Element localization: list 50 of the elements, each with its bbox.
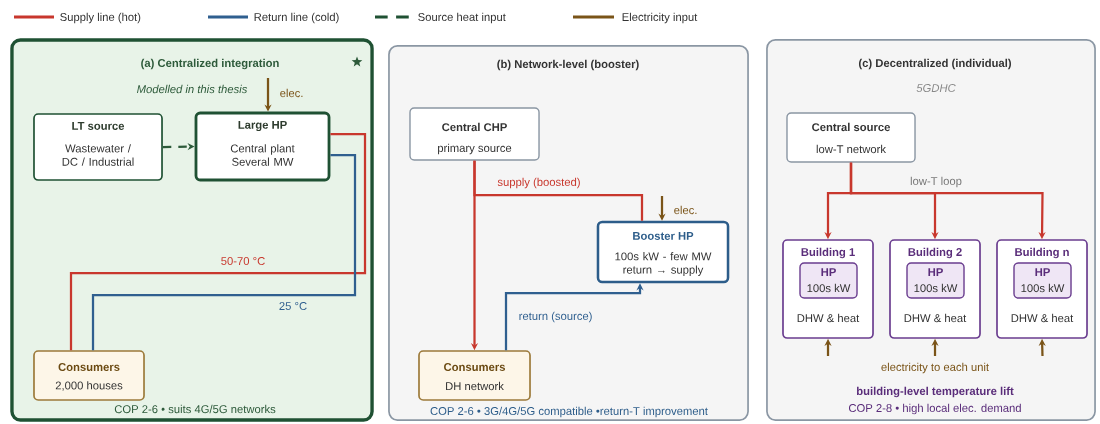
legend-label: Source heat input [418,12,506,24]
box-title: LT source [72,122,125,130]
edge-label: elec. [672,204,699,216]
box-title: Central CHP [442,122,507,132]
box-title: HP [1035,268,1050,276]
box-title: Building 1 [801,247,855,259]
box-title: Consumers [444,363,505,371]
panel-title: (a) Centralized integration [141,58,279,70]
pipe-line [91,153,357,351]
legend-label: Electricity input [622,12,698,24]
panel-note: electricity to each unit [881,362,989,374]
box-text: 2,000 houses [55,381,123,391]
panel-note: COP 2-8 • high local elec. demand [849,403,1021,415]
box-text: 100s kW [1021,283,1065,293]
legend-label: Return line (cold) [254,12,339,24]
panel-title: (b) Network-level (booster) [497,59,639,71]
box-text: 100s kW [914,283,958,293]
box-title: Building n [1015,247,1069,259]
edge-label: return (source) [517,310,594,324]
panel-subtitle: Modelled in this thesis [137,84,248,94]
pipe-line [473,160,644,221]
panel-subtitle: 5GDHC [916,84,956,92]
box-text: DHW & heat [797,313,860,323]
pipe-line [69,132,367,351]
box-text: 100s kW [807,283,851,293]
edge-label: 50-70 °C [219,255,267,267]
box-text: DHW & heat [904,313,967,323]
box-text: DH network [446,381,504,391]
panel-note: building-level temperature lift [857,386,1014,398]
box-text: Central plant Several MW [230,144,295,166]
panel-note: COP 2-6 • suits 4G/5G networks [114,404,276,414]
box-title: Central source [812,122,890,132]
box-text: primary source [438,143,512,155]
box-title: Booster HP [633,232,694,240]
box-title: HP [928,268,943,276]
legend-label: Supply line (hot) [60,12,141,24]
panel-title: (c) Decentralized (individual) [859,58,1011,70]
box-text: DHW & heat [1011,313,1074,323]
box-title: Building 2 [908,247,962,259]
box-text: Wastewater / DC / Industrial [62,144,134,166]
box-text: 100s kW - few MW return → supply [615,252,712,276]
edge-label: supply (boosted) [496,176,582,190]
box-text: low-T network [816,144,886,154]
box-title: Consumers [58,363,120,371]
box-title: Large HP [238,120,287,132]
edge-label: elec. [278,87,305,99]
box-title: HP [821,268,836,276]
edge-label: 25 °C [277,300,309,312]
edge-label: low-T loop [908,175,964,189]
panel-note: COP 2-6 • 3G/4G/5G compatible •return-T improvement [430,406,708,418]
